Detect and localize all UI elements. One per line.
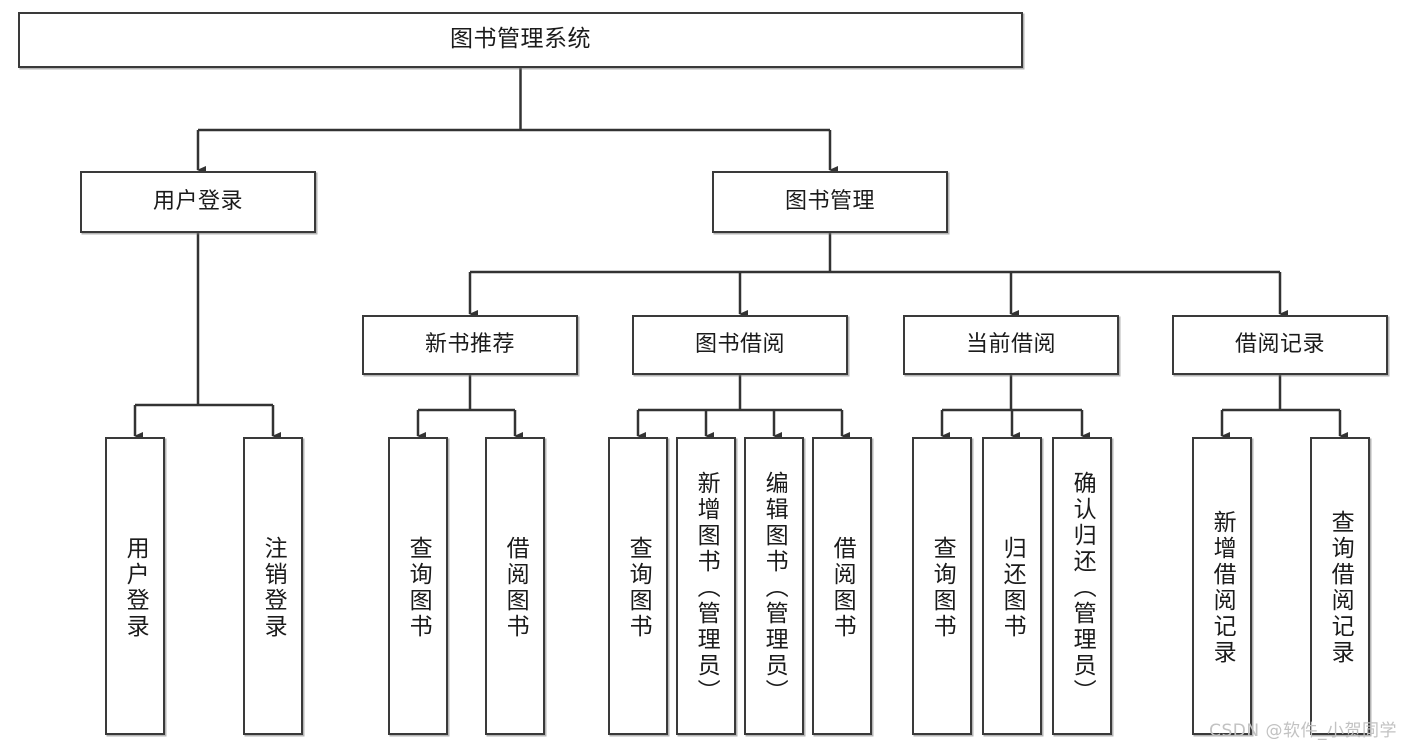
node-leaf-user-login[interactable]: 用户登录 [105,437,165,735]
node-label: 查询图书 [929,536,956,640]
node-leaf-borrow-book[interactable]: 借阅图书 [812,437,872,735]
node-new-book-recommend[interactable]: 新书推荐 [362,315,578,375]
node-leaf-borrow-book-rec[interactable]: 借阅图书 [485,437,545,735]
node-label: 图书管理 [784,189,875,215]
node-root[interactable]: 图书管理系统 [18,12,1023,68]
node-leaf-edit-book[interactable]: 编辑图书（管理员） [744,437,804,735]
node-label: 图书借阅 [694,332,785,358]
node-leaf-logout[interactable]: 注销登录 [243,437,303,735]
node-label: 查询借阅记录 [1327,510,1354,666]
node-label: 新增借阅记录 [1209,510,1236,666]
node-label: 用户登录 [122,536,149,640]
node-label: 新增图书（管理员） [693,471,720,705]
node-label: 归还图书 [999,536,1026,640]
node-borrow-record[interactable]: 借阅记录 [1172,315,1388,375]
node-label: 编辑图书（管理员） [761,471,788,705]
node-label: 借阅图书 [829,536,856,640]
node-leaf-confirm-return[interactable]: 确认归还（管理员） [1052,437,1112,735]
node-label: 用户登录 [152,189,243,215]
node-label: 新书推荐 [424,332,515,358]
node-label: 图书管理系统 [450,26,591,53]
node-current-borrow[interactable]: 当前借阅 [903,315,1119,375]
node-leaf-add-book[interactable]: 新增图书（管理员） [676,437,736,735]
node-leaf-query-record[interactable]: 查询借阅记录 [1310,437,1370,735]
node-leaf-add-record[interactable]: 新增借阅记录 [1192,437,1252,735]
node-user-login[interactable]: 用户登录 [80,171,316,233]
node-label: 借阅记录 [1234,332,1325,358]
node-leaf-query-book-cur[interactable]: 查询图书 [912,437,972,735]
node-label: 查询图书 [625,536,652,640]
node-label: 注销登录 [260,536,287,640]
node-leaf-query-book-borrow[interactable]: 查询图书 [608,437,668,735]
node-label: 当前借阅 [965,332,1056,358]
node-label: 查询图书 [405,536,432,640]
node-leaf-query-book-rec[interactable]: 查询图书 [388,437,448,735]
node-book-manage[interactable]: 图书管理 [712,171,948,233]
node-book-borrow[interactable]: 图书借阅 [632,315,848,375]
node-leaf-return-book[interactable]: 归还图书 [982,437,1042,735]
node-label: 确认归还（管理员） [1069,471,1096,705]
watermark-text: CSDN @软件_小贺同学 [1209,721,1397,741]
node-label: 借阅图书 [502,536,529,640]
